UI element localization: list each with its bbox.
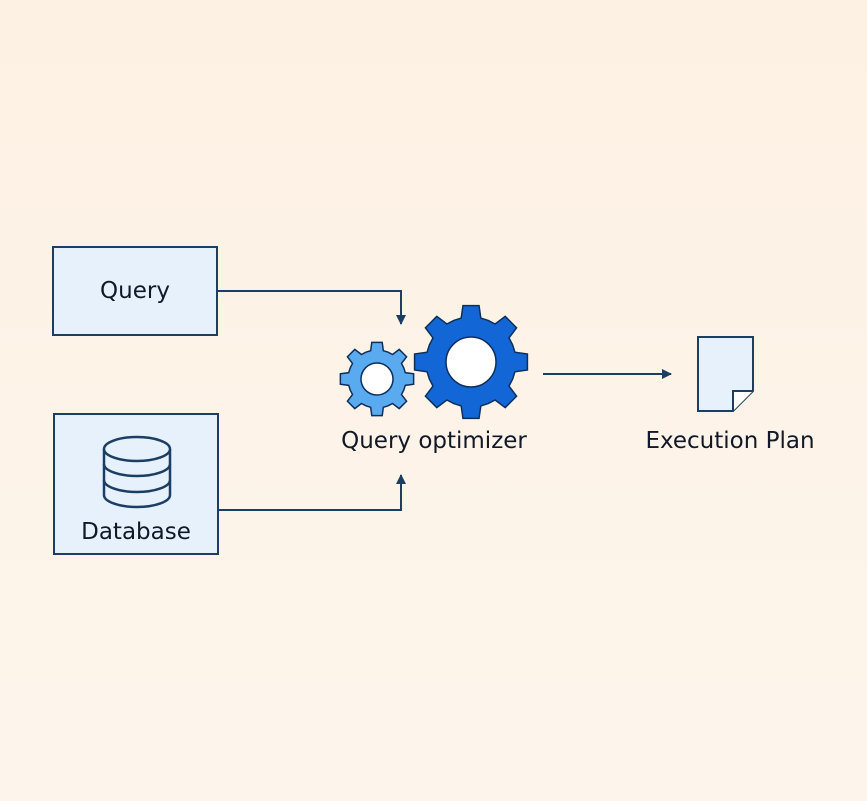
optimizer-label: Query optimizer (341, 428, 527, 454)
edge-query-to-optimizer (217, 290, 406, 325)
database-icon (102, 435, 172, 509)
database-label: Database (81, 519, 191, 545)
large-gear-icon (413, 304, 529, 420)
document-icon (697, 336, 754, 412)
database-node: Database (53, 413, 219, 555)
query-label: Query (100, 278, 170, 304)
execution-plan-label: Execution Plan (645, 428, 815, 454)
gears-icon (339, 304, 529, 420)
query-node: Query (52, 246, 218, 336)
edge-database-to-optimizer (218, 474, 406, 511)
small-gear-icon (339, 341, 415, 417)
